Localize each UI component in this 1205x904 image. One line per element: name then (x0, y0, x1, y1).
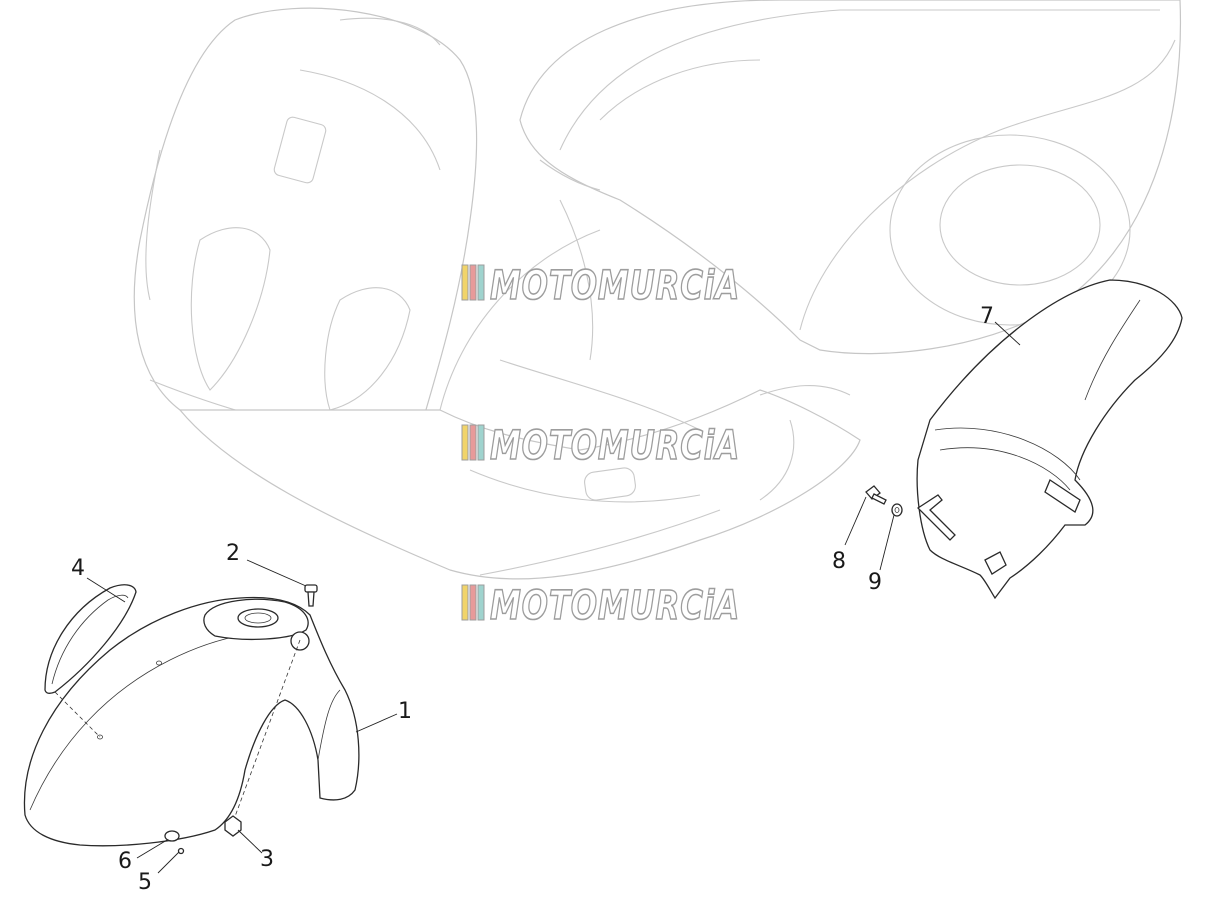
callout-1: 1 (398, 699, 412, 724)
callout-9: 9 (868, 570, 882, 595)
callout-5: 5 (138, 870, 152, 895)
nut-3 (224, 815, 242, 837)
cap-6 (164, 830, 180, 842)
watermark-stripe (469, 584, 477, 621)
callout-2: 2 (226, 541, 240, 566)
screw-8 (865, 485, 887, 505)
watermark-1: MOTOMURCiA (461, 262, 740, 310)
watermark-stripe (461, 264, 469, 301)
rear-mudguard (916, 279, 1183, 600)
watermark-stripe (469, 264, 477, 301)
callout-3: 3 (260, 847, 274, 872)
watermark-stripe (461, 584, 469, 621)
callout-4: 4 (71, 556, 85, 581)
callout-8: 8 (832, 549, 846, 574)
watermark-stripe (477, 264, 485, 301)
front-fender (23, 596, 360, 847)
leader-lines (86, 321, 1021, 874)
scooter-body-ghost (133, 0, 1182, 580)
watermark-2: MOTOMURCiA (461, 422, 740, 470)
watermark-3: MOTOMURCiA (461, 582, 740, 630)
watermark-text: MOTOMURCiA (490, 263, 740, 309)
watermark-text: MOTOMURCiA (490, 423, 740, 469)
screw-5 (177, 847, 185, 855)
watermark-text: MOTOMURCiA (490, 583, 740, 629)
callout-6: 6 (118, 849, 132, 874)
callout-7: 7 (980, 304, 994, 329)
watermark-stripe (461, 424, 469, 461)
callout-labels: 1 2 3 4 5 6 7 8 9 (71, 304, 994, 895)
watermark-stripe (469, 424, 477, 461)
washer-9 (891, 503, 903, 517)
screw-2 (304, 584, 318, 607)
watermark-stripe (477, 584, 485, 621)
watermark-stripe (477, 424, 485, 461)
fender-badge (44, 584, 137, 738)
